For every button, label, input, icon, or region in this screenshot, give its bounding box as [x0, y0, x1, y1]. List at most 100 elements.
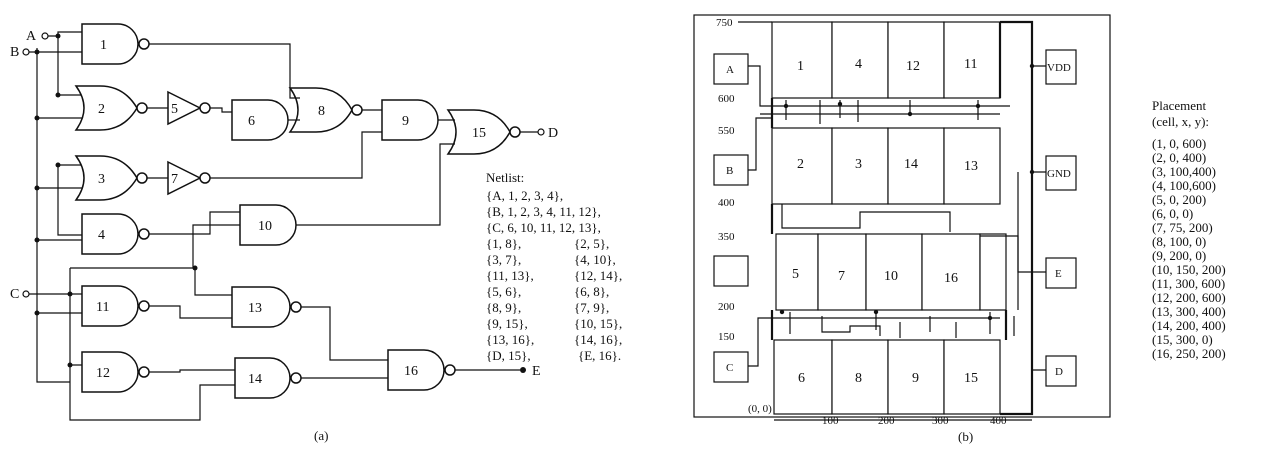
netlist-entry: {9, 15},	[486, 316, 528, 331]
x-axis-labels: 100 200 300 400	[774, 415, 1032, 427]
gate-6-and: 6	[231, 99, 289, 141]
y-label: 350	[718, 231, 735, 243]
y-label: 750	[716, 17, 733, 29]
netlist-entry: {5, 6},	[486, 284, 521, 299]
gate-13-nand: 13	[231, 286, 302, 328]
gate-12-label: 12	[96, 366, 110, 381]
pad-a: A	[726, 64, 734, 76]
y-label: 550	[718, 125, 735, 137]
gate-10-label: 10	[258, 219, 272, 234]
x-label: 400	[990, 415, 1007, 427]
output-label-e: E	[532, 364, 541, 379]
gate-1-label: 1	[100, 38, 107, 53]
placement-entry: (4, 100,600)	[1152, 178, 1216, 193]
input-pin-c: C	[10, 287, 30, 302]
input-label-c: C	[10, 287, 19, 302]
gate-16-nand: 16	[387, 349, 456, 391]
gate-1-nand: 1	[81, 23, 150, 65]
netlist-entry: {7, 9},	[574, 300, 609, 315]
gate-6-label: 6	[248, 114, 255, 129]
cell-row-2: 2 3 14 13	[771, 127, 1001, 205]
netlist-entry: {2, 5},	[574, 236, 609, 251]
placement-title: Placement	[1152, 98, 1207, 113]
pad-gnd: GND	[1047, 168, 1071, 180]
gate-7-label: 7	[171, 172, 178, 187]
cell-12: 12	[906, 59, 920, 74]
placement-entry: (16, 250, 200)	[1152, 346, 1226, 361]
placement-entry: (2, 0, 400)	[1152, 150, 1206, 165]
placement-entry: (10, 150, 200)	[1152, 262, 1226, 277]
output-pin-d: D	[537, 126, 558, 141]
cell-row-4: 6 8 9 15	[773, 339, 1001, 415]
gate-12-nand: 12	[81, 351, 150, 393]
origin-label: (0, 0)	[748, 403, 772, 415]
x-label: 100	[822, 415, 839, 427]
output-pin-e: E	[520, 364, 541, 379]
netlist-title: Netlist:	[486, 170, 524, 185]
pad-d: D	[1055, 366, 1063, 378]
gate-9-label: 9	[402, 114, 409, 129]
cell-row-1: 1 4 12 11	[771, 21, 1001, 99]
pad-c: C	[726, 362, 733, 374]
schematic: A B C	[10, 23, 622, 443]
pad-e: E	[1055, 268, 1062, 280]
netlist-entry: {C, 6, 10, 11, 12, 13},	[486, 220, 601, 235]
placement-entry: (6, 0, 0)	[1152, 206, 1193, 221]
gate-4-nand: 4	[81, 213, 150, 255]
cell-3: 3	[855, 157, 862, 172]
netlist-entry: {8, 9},	[486, 300, 521, 315]
cell-8: 8	[855, 371, 862, 386]
gate-15-nor: 15	[446, 109, 521, 155]
pad-vdd: VDD	[1047, 62, 1071, 74]
left-pads: A B C	[713, 53, 749, 383]
cell-2: 2	[797, 157, 804, 172]
gate-2-nor: 2	[74, 85, 148, 131]
y-axis-labels: 750 600 550 400 350 200 150 (0, 0)	[716, 17, 772, 415]
placement-entry: (7, 75, 200)	[1152, 220, 1213, 235]
gate-4-label: 4	[98, 228, 105, 243]
cell-9: 9	[912, 371, 919, 386]
cell-5: 5	[792, 267, 799, 282]
pad-b: B	[726, 165, 733, 177]
gate-5-inverter: 5	[167, 90, 211, 126]
gate-14-nand: 14	[234, 357, 302, 399]
netlist-entry: {A, 1, 2, 3, 4},	[486, 188, 563, 203]
netlist-entry: {3, 7},	[486, 252, 521, 267]
placement-entry: (14, 200, 400)	[1152, 318, 1226, 333]
netlist-entry: {4, 10},	[574, 252, 616, 267]
gate-14-label: 14	[248, 372, 262, 387]
netlist-entry: {E, 16}.	[578, 348, 621, 363]
x-label: 200	[878, 415, 895, 427]
input-pin-a: A	[26, 29, 49, 44]
netlist-entry: {12, 14},	[574, 268, 622, 283]
y-label: 600	[718, 93, 735, 105]
placement-entry: (3, 100,400)	[1152, 164, 1216, 179]
pad-empty	[713, 255, 749, 287]
y-label: 150	[718, 331, 735, 343]
gate-11-nand: 11	[81, 285, 150, 327]
y-label: 400	[718, 197, 735, 209]
routing-wires	[748, 20, 1046, 416]
gate-3-label: 3	[98, 172, 105, 187]
gate-8-nor: 8	[288, 87, 363, 133]
gate-16-label: 16	[404, 364, 418, 379]
placement-entry: (15, 300, 0)	[1152, 332, 1213, 347]
input-label-a: A	[26, 29, 37, 44]
cell-6: 6	[798, 371, 805, 386]
cell-14: 14	[904, 157, 918, 172]
cell-10: 10	[884, 269, 898, 284]
gate-9-and: 9	[381, 99, 439, 141]
netlist-entry: {10, 15},	[574, 316, 622, 331]
placement-layout: 750 600 550 400 350 200 150 (0, 0) 1 4 1…	[693, 14, 1111, 444]
cell-row-3: 5 7 10 16	[775, 233, 1007, 311]
input-label-b: B	[10, 45, 19, 60]
input-pin-b: B	[10, 45, 30, 60]
gate-10-and: 10	[239, 204, 297, 246]
gate-15-label: 15	[472, 126, 486, 141]
gate-5-label: 5	[171, 102, 178, 117]
cell-11: 11	[964, 57, 977, 72]
placement-subtitle: (cell, x, y):	[1152, 114, 1209, 129]
internal-wires	[147, 43, 538, 379]
placement-entry: (8, 100, 0)	[1152, 234, 1206, 249]
